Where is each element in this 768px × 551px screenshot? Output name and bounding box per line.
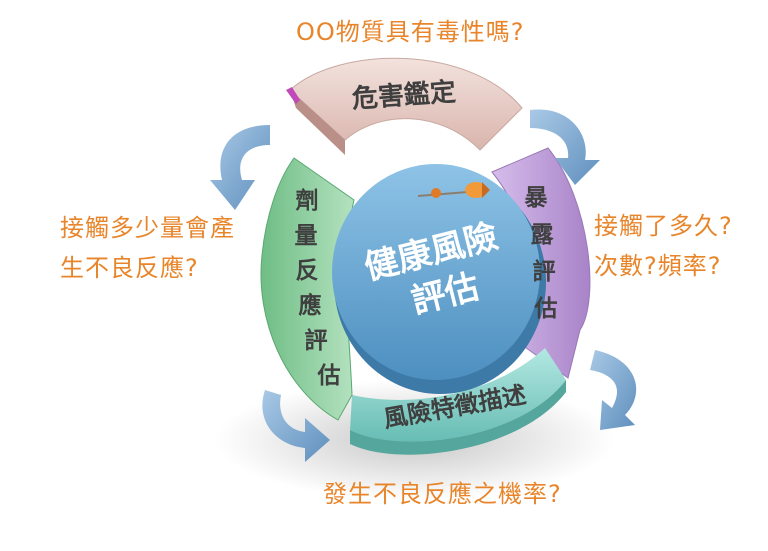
question-left-line1: 接觸多少量會產 — [60, 214, 235, 242]
question-top: OO物質具有毒性嗎? — [296, 18, 525, 46]
question-right-line1: 接觸了多久? — [594, 212, 733, 240]
dose-response-assessment-label: 劑 量 反 應 評 估 — [294, 187, 340, 389]
segment-risk-characterization — [350, 348, 566, 442]
question-bottom: 發生不良反應之機率? — [323, 480, 562, 508]
hub-disc — [332, 164, 540, 380]
segment-risk-side — [350, 380, 566, 455]
curved-arrow-icon — [210, 125, 270, 210]
question-left-line2: 生不良反應? — [60, 254, 199, 282]
hazard-identification-label: 危害鑑定 — [351, 76, 457, 114]
question-right-line2: 次數?頻率? — [594, 252, 722, 280]
segment-hazard-accent — [286, 87, 300, 104]
segment-hazard-side — [290, 90, 345, 155]
curved-arrow-icon — [590, 350, 637, 430]
curved-arrow-icon — [530, 109, 600, 185]
dart-icon — [417, 182, 490, 198]
segment-hazard-identification — [289, 57, 523, 151]
exposure-assessment-label: 暴 露 評 估 — [524, 185, 563, 322]
curved-arrow-icon — [262, 390, 330, 462]
